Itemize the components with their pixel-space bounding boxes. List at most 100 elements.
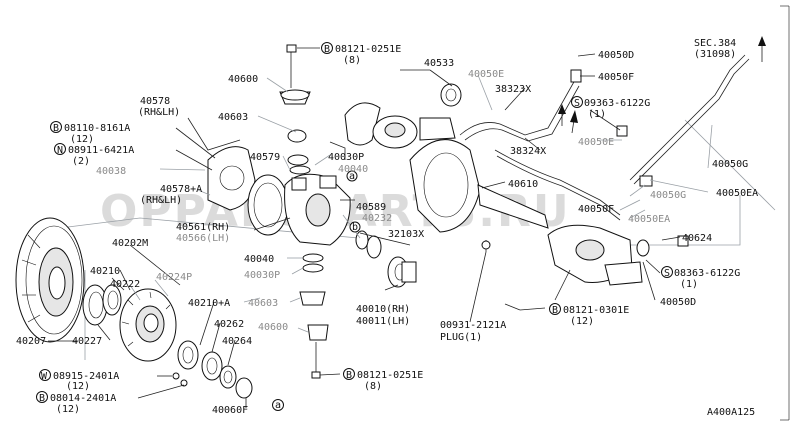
marker-w: W bbox=[39, 369, 51, 382]
label-bolt-0301-qty: (12) bbox=[570, 316, 594, 327]
label-nut-2401: 08014-2401A bbox=[50, 393, 116, 404]
bearing-40210[interactable] bbox=[102, 284, 122, 316]
label-nut-6421-qty: (2) bbox=[72, 156, 90, 167]
label-40040-mid: 40040 bbox=[244, 254, 274, 265]
marker-b-top: B bbox=[321, 42, 333, 55]
label-screw-bot: 08363-6122G bbox=[674, 268, 740, 279]
label-40232: 40232 bbox=[362, 213, 392, 224]
knuckle-40561[interactable] bbox=[284, 173, 351, 246]
svg-text:N: N bbox=[57, 145, 63, 156]
marker-b-0301: B bbox=[549, 303, 561, 316]
label-32103x: 32103X bbox=[388, 229, 424, 240]
gasket-40579[interactable] bbox=[247, 174, 289, 236]
label-40264: 40264 bbox=[222, 336, 252, 347]
seal-40262[interactable] bbox=[201, 351, 223, 381]
marker-letter-a: a bbox=[272, 399, 284, 411]
brake-disc-40207[interactable] bbox=[15, 217, 85, 343]
seal-40232[interactable] bbox=[355, 230, 369, 250]
label-40222: 40222 bbox=[110, 279, 140, 290]
seal-40589[interactable] bbox=[366, 235, 382, 259]
leader-lines bbox=[48, 47, 713, 408]
label-40202m: 40202M bbox=[112, 238, 148, 249]
label-sec: SEC.384 bbox=[694, 38, 736, 49]
knuckle-right[interactable] bbox=[547, 224, 650, 286]
backing-plate[interactable] bbox=[207, 146, 256, 211]
label-40050f-m: 40050F bbox=[578, 204, 614, 215]
marker-n: N bbox=[54, 143, 66, 156]
label-40224p: 40224P bbox=[156, 272, 192, 283]
label-40210: 40210 bbox=[90, 266, 120, 277]
kingpin-top[interactable] bbox=[279, 44, 311, 175]
label-40227: 40227 bbox=[72, 336, 102, 347]
label-bolt-bot-qty: (8) bbox=[364, 381, 382, 392]
label-40603-mid: 40603 bbox=[248, 298, 278, 309]
label-nut-6421: 08911-6421A bbox=[68, 145, 134, 156]
label-plug-part: 00931-2121A bbox=[440, 320, 506, 331]
diagram-code: A400A125 bbox=[707, 407, 755, 418]
kingpin-bottom[interactable] bbox=[299, 253, 329, 379]
svg-text:S: S bbox=[574, 98, 580, 109]
axle-shaft-40010[interactable] bbox=[387, 256, 417, 288]
direction-arrows bbox=[558, 36, 766, 134]
ring-40264[interactable] bbox=[219, 365, 237, 389]
breather-hoses[interactable] bbox=[459, 54, 750, 247]
bearing-40210a[interactable] bbox=[177, 340, 199, 370]
label-40603-top: 40603 bbox=[218, 112, 248, 123]
frame bbox=[780, 5, 790, 421]
label-40050d-top: 40050D bbox=[598, 50, 634, 61]
label-40050e-mid: 40050E bbox=[578, 137, 614, 148]
label-40579: 40579 bbox=[250, 152, 280, 163]
hub-40202m[interactable] bbox=[119, 288, 177, 362]
label-38324x: 38324X bbox=[510, 146, 546, 157]
svg-text:b: b bbox=[352, 222, 358, 233]
label-40050f-top: 40050F bbox=[598, 72, 634, 83]
label-bolt-8161-qty: (12) bbox=[70, 134, 94, 145]
label-40207: 40207 bbox=[16, 336, 46, 347]
label-40262: 40262 bbox=[214, 319, 244, 330]
label-38323x: 38323X bbox=[495, 84, 531, 95]
label-40600-low: 40600 bbox=[258, 322, 288, 333]
label-40040-top: 40040 bbox=[338, 164, 368, 175]
label-40050d-bot: 40050D bbox=[660, 297, 696, 308]
label-40050ea-r: 40050EA bbox=[716, 188, 758, 199]
label-40561: 40561(RH) bbox=[176, 222, 230, 233]
label-40578a: 40578+A bbox=[160, 184, 202, 195]
svg-text:S: S bbox=[664, 268, 670, 279]
marker-b-8161: B bbox=[50, 121, 62, 134]
label-40050e: 40050E bbox=[468, 69, 504, 80]
marker-b-2401: B bbox=[36, 391, 48, 404]
label-40030p-top: 40030P bbox=[328, 152, 364, 163]
diff-carrier[interactable] bbox=[344, 83, 549, 252]
label-40578a-side: (RH&LH) bbox=[140, 195, 182, 206]
washer-40060f[interactable] bbox=[235, 377, 253, 399]
svg-text:B: B bbox=[346, 370, 352, 381]
marker-s-top: S bbox=[571, 96, 583, 109]
label-bolt-bot: 08121-0251E bbox=[357, 370, 423, 381]
svg-text:B: B bbox=[39, 393, 45, 404]
label-nut-2401-qty: (12) bbox=[56, 404, 80, 415]
label-plug-text: PLUG(1) bbox=[440, 332, 482, 343]
label-bolt-0301: 08121-0301E bbox=[563, 305, 629, 316]
svg-text:a: a bbox=[275, 400, 281, 411]
label-screw-top: 09363-6122G bbox=[584, 98, 650, 109]
label-40589: 40589 bbox=[356, 202, 386, 213]
label-40210a: 40210+A bbox=[188, 298, 230, 309]
label-bolt-top: 08121-0251E bbox=[335, 44, 401, 55]
label-sec-ref: (31098) bbox=[694, 49, 736, 60]
label-40624: 40624 bbox=[682, 233, 712, 244]
label-40011: 40011(LH) bbox=[356, 316, 410, 327]
svg-text:B: B bbox=[552, 305, 558, 316]
label-40038: 40038 bbox=[96, 166, 126, 177]
label-screw-top-qty: (1) bbox=[588, 109, 606, 120]
label-40030p-mid: 40030P bbox=[244, 270, 280, 281]
marker-s-bot: S bbox=[661, 266, 673, 279]
label-screw-bot-qty: (1) bbox=[680, 279, 698, 290]
label-bolt-top-qty: (8) bbox=[343, 55, 361, 66]
label-40050ea-m: 40050EA bbox=[628, 214, 670, 225]
prefix-markers: B B N S S B W B bbox=[36, 42, 673, 411]
label-40533: 40533 bbox=[424, 58, 454, 69]
label-40060f: 40060F bbox=[212, 405, 248, 416]
label-40578: 40578 bbox=[140, 96, 170, 107]
marker-letter-b: b bbox=[349, 221, 361, 233]
